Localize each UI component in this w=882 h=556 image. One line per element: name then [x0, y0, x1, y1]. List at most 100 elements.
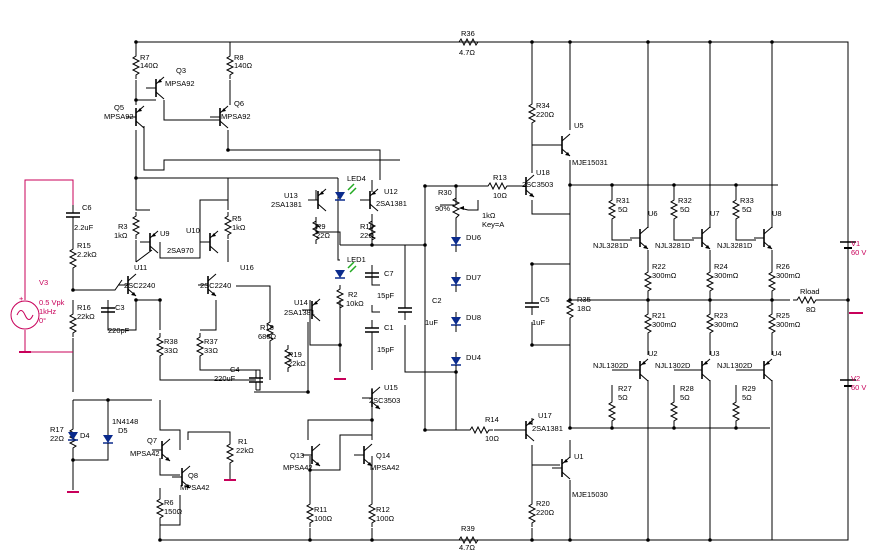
- label-q8: Q8: [188, 471, 198, 480]
- label-q6-type: MPSA92: [221, 112, 251, 121]
- wires: [24, 41, 849, 541]
- label-du4: DU4: [466, 353, 481, 362]
- resistor-r28: [670, 397, 678, 426]
- label-c5: C5: [540, 295, 550, 304]
- label-r10: R10: [360, 222, 374, 231]
- resistor-r2: [336, 284, 344, 313]
- label-r38-value: 33Ω: [164, 346, 178, 355]
- label-u6-type: NJL3281D: [593, 241, 629, 250]
- label-r28-value: 5Ω: [680, 393, 690, 402]
- diode-du8: [450, 311, 462, 333]
- resistor-r8: [226, 51, 234, 80]
- label-r25: R25: [776, 311, 790, 320]
- transistor-u5: [551, 133, 571, 157]
- label-r39-value: 4.7Ω: [459, 543, 475, 552]
- transistor-u7: [691, 226, 711, 250]
- label-v1-value: 60 V: [851, 248, 866, 257]
- label-c2-value: 1uF: [425, 318, 438, 327]
- label-c7: C7: [384, 269, 394, 278]
- resistor-r34: [528, 99, 536, 128]
- resistor-r7: [132, 51, 140, 80]
- label-r21-value: 300mΩ: [652, 320, 677, 329]
- transistor-u1: [551, 456, 571, 480]
- label-d5: D5: [118, 426, 128, 435]
- resistor-r26: [768, 267, 776, 296]
- diodes: [68, 231, 462, 451]
- label-u13-type: 2SA1381: [271, 200, 302, 209]
- resistor-r3: [132, 211, 140, 240]
- resistor-r21: [644, 309, 652, 338]
- label-r30-key: Key=A: [482, 220, 504, 229]
- resistor-r16: [69, 309, 77, 338]
- label-r13: R13: [493, 173, 507, 182]
- capacitor-c6: [65, 204, 81, 226]
- diode-d4: [68, 432, 78, 440]
- resistor-r11: [306, 499, 314, 528]
- label-v3: V3: [39, 278, 48, 287]
- label-r7: R7: [140, 53, 150, 62]
- label-r36-value: 4.7Ω: [459, 48, 475, 57]
- label-led4: LED4: [347, 174, 366, 183]
- label-q7-type: MPSA42: [130, 449, 160, 458]
- battery-v2: [840, 379, 856, 387]
- label-u15: U15: [384, 383, 398, 392]
- label-u4-type: NJL1302D: [717, 361, 753, 370]
- label-r30-position: 90%: [435, 204, 450, 213]
- label-u5: U5: [574, 121, 584, 130]
- label-u11-type: 2SC2240: [124, 281, 155, 290]
- label-q5: Q5: [114, 103, 124, 112]
- capacitor-c1: [364, 319, 380, 341]
- label-du8: DU8: [466, 313, 481, 322]
- label-q6: Q6: [234, 99, 244, 108]
- label-r27: R27: [618, 384, 632, 393]
- label-r24: R24: [714, 262, 728, 271]
- label-v3-phase: 0°: [39, 316, 46, 325]
- resistors: [69, 38, 821, 544]
- resistor-rload: [792, 296, 821, 304]
- label-r37: R37: [204, 337, 218, 346]
- label-r20: R20: [536, 499, 550, 508]
- label-r29-value: 5Ω: [742, 393, 752, 402]
- label-r38: R38: [164, 337, 178, 346]
- label-r19: R19: [288, 350, 302, 359]
- label-r32: R32: [678, 196, 692, 205]
- transistor-u9: [139, 230, 159, 254]
- label-r14-value: 10Ω: [485, 434, 499, 443]
- label-r18-value: 680Ω: [258, 332, 277, 341]
- label-u2-type: NJL1302D: [593, 361, 629, 370]
- label-u3-type: NJL1302D: [655, 361, 691, 370]
- label-u11: U11: [134, 263, 147, 272]
- label-q13-type: MPSA42: [283, 463, 313, 472]
- label-rload: Rload: [800, 287, 820, 296]
- capacitor-c2: [397, 299, 413, 321]
- resistor-r12: [368, 499, 376, 528]
- label-r19-value: 22kΩ: [288, 359, 306, 368]
- resistor-r6: [156, 494, 164, 523]
- label-q3: Q3: [176, 66, 186, 75]
- resistor-r27: [608, 397, 616, 426]
- label-c1: C1: [384, 323, 394, 332]
- label-u8-type: NJL3281D: [717, 241, 753, 250]
- diode-d5: [102, 429, 114, 451]
- label-u5-type: MJE15031: [572, 158, 608, 167]
- label-r33: R33: [740, 196, 754, 205]
- label-c3-value: 220pF: [108, 326, 130, 335]
- resistor-r24: [706, 267, 714, 296]
- label-r33-value: 5Ω: [742, 205, 752, 214]
- diode-du7: [450, 271, 462, 293]
- label-d4: D4: [80, 431, 90, 440]
- label-r35-value: 18Ω: [577, 304, 591, 313]
- transistor-u4: [753, 358, 773, 382]
- label-r11-value: 100Ω: [314, 514, 333, 523]
- label-u17: U17: [538, 411, 552, 420]
- label-r21: R21: [652, 311, 666, 320]
- resistor-r5: [224, 211, 232, 240]
- label-r28: R28: [680, 384, 694, 393]
- transistor-u8: [753, 226, 773, 250]
- label-r36: R36: [461, 29, 475, 38]
- label-q14: Q14: [376, 451, 390, 460]
- label-u10: U10: [186, 226, 200, 235]
- label-rload-value: 8Ω: [806, 305, 816, 314]
- label-u7-type: NJL3281D: [655, 241, 691, 250]
